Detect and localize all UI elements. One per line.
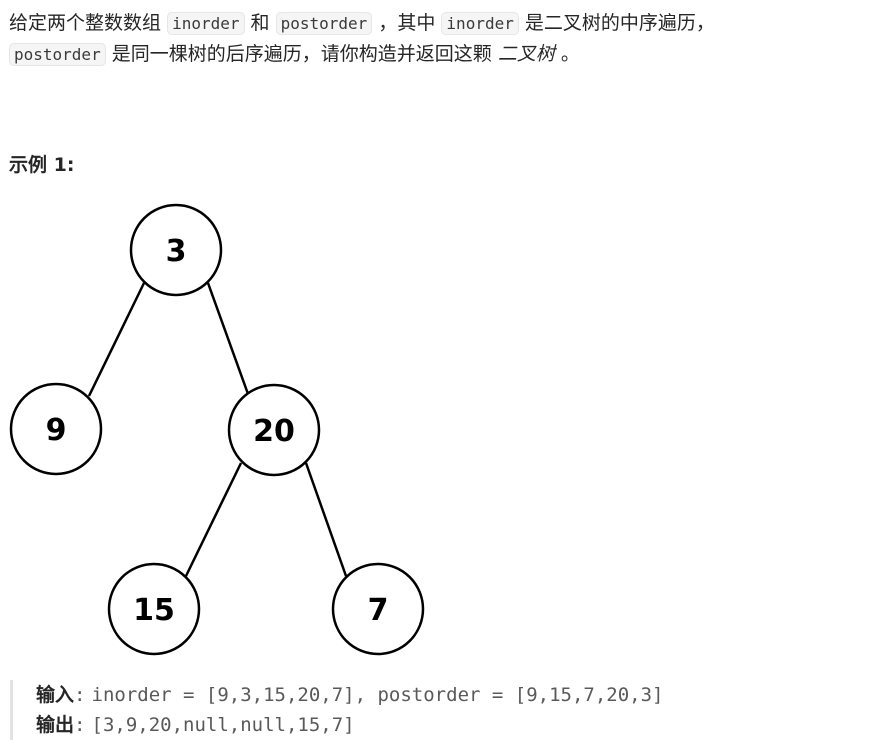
code-inorder: inorder bbox=[167, 12, 245, 35]
tree-node-label: 9 bbox=[46, 413, 67, 448]
problem-description: 给定两个整数数组 inorder 和 postorder ，其中 inorder… bbox=[9, 8, 869, 70]
tree-node-label: 15 bbox=[133, 593, 175, 628]
binary-tree-diagram: 3 9 20 15 7 bbox=[9, 203, 425, 656]
description-text: 是同一棵树的后序遍历，请你构造并返回这颗 bbox=[111, 43, 492, 65]
tree-node-circle bbox=[9, 382, 103, 476]
description-text: 。 bbox=[560, 43, 580, 65]
tree-edge-20-7 bbox=[304, 462, 348, 577]
tree-node-label: 20 bbox=[253, 414, 295, 449]
example-io-block: 输入: inorder = [9,3,15,20,7], postorder =… bbox=[10, 680, 879, 740]
input-colon: : bbox=[74, 684, 86, 706]
tree-edge-3-20 bbox=[206, 282, 250, 395]
tree-node-label: 3 bbox=[166, 234, 187, 269]
tree-node-circle bbox=[129, 203, 223, 297]
tree-node: 7 bbox=[331, 562, 425, 656]
code-postorder: postorder bbox=[275, 12, 373, 35]
description-text: 给定两个整数数组 bbox=[9, 12, 162, 34]
tree-node: 9 bbox=[9, 382, 103, 476]
example-input-line: 输入: inorder = [9,3,15,20,7], postorder =… bbox=[36, 680, 879, 710]
tree-node: 15 bbox=[107, 562, 201, 656]
output-label: 输出 bbox=[36, 714, 75, 736]
tree-edge-20-15 bbox=[184, 462, 243, 577]
output-colon: : bbox=[74, 714, 86, 736]
description-text: 和 bbox=[250, 12, 270, 34]
tree-node-circle bbox=[331, 562, 425, 656]
input-value: inorder = [9,3,15,20,7], postorder = [9,… bbox=[91, 684, 664, 706]
tree-node-circle bbox=[227, 383, 321, 477]
description-line-1: 给定两个整数数组 inorder 和 postorder ，其中 inorder… bbox=[9, 8, 869, 39]
code-postorder: postorder bbox=[9, 43, 106, 66]
tree-node-circle bbox=[107, 562, 201, 656]
tree-node-label: 7 bbox=[368, 593, 389, 628]
output-value: [3,9,20,null,null,15,7] bbox=[91, 714, 355, 736]
description-emphasis: 二叉树 bbox=[497, 43, 555, 65]
code-inorder: inorder bbox=[441, 12, 519, 35]
description-text: 是二叉树的中序遍历， bbox=[524, 12, 715, 34]
input-label: 输入 bbox=[36, 684, 75, 706]
example-title: 示例 1: bbox=[9, 154, 75, 176]
description-text: ，其中 bbox=[378, 12, 436, 34]
tree-node: 20 bbox=[227, 383, 321, 477]
tree-edge-3-9 bbox=[87, 282, 146, 397]
tree-edges bbox=[87, 282, 348, 577]
example-output-line: 输出: [3,9,20,null,null,15,7] bbox=[36, 710, 879, 740]
tree-node: 3 bbox=[129, 203, 223, 297]
description-line-2: postorder 是同一棵树的后序遍历，请你构造并返回这颗 二叉树 。 bbox=[9, 39, 869, 70]
